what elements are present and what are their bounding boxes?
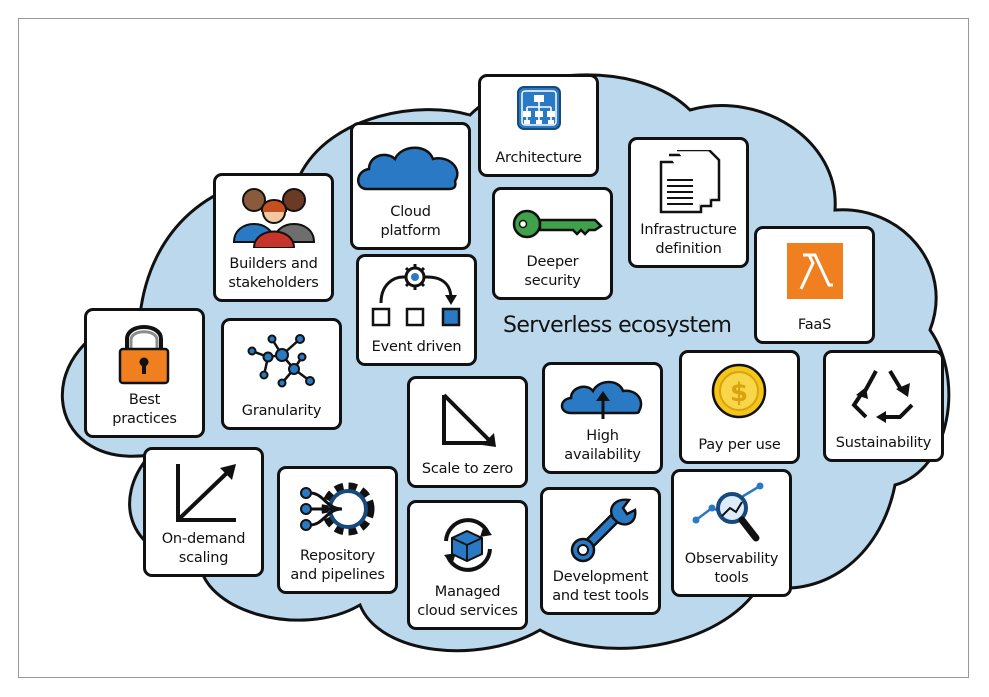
event-driven-label: Event driven <box>371 339 462 355</box>
cloud-platform-label: Cloud platform <box>380 204 441 239</box>
cloud-icon <box>357 146 459 191</box>
faas-card: FaaS <box>754 226 875 344</box>
infrastructure-definition-label: Infrastructure definition <box>640 222 737 257</box>
pay-per-use-label: Pay per use <box>698 437 781 453</box>
diagram-title: Serverless ecosystem <box>503 313 732 338</box>
scale-to-zero-card: Scale to zero <box>407 376 528 488</box>
high-availability-card: High availability <box>542 362 663 474</box>
scale-down-arrow-icon <box>442 393 496 447</box>
on-demand-scaling-card: On-demand scaling <box>143 447 264 577</box>
observability-tools-card: Observability tools <box>671 469 792 597</box>
cloud-platform-card: Cloud platform <box>350 122 471 250</box>
deeper-security-label: Deeper security <box>524 254 581 289</box>
repository-pipelines-card: Repository and pipelines <box>277 466 398 594</box>
padlock-icon <box>118 325 170 385</box>
event-flow-icon <box>371 264 461 327</box>
growth-arrow-icon <box>176 464 236 522</box>
best-practices-card: Best practices <box>84 308 205 438</box>
granularity-label: Granularity <box>241 403 322 419</box>
repository-pipelines-label: Repository and pipelines <box>290 548 385 583</box>
recycle-icon <box>851 369 914 423</box>
deeper-security-card: Deeper security <box>492 187 613 300</box>
scale-to-zero-label: Scale to zero <box>421 461 514 477</box>
managed-cloud-services-card: Managed cloud services <box>407 500 528 630</box>
wrench-icon <box>570 498 637 563</box>
molecule-icon <box>247 334 315 388</box>
cloud-upload-icon <box>560 380 643 419</box>
high-availability-label: High availability <box>564 428 641 463</box>
lambda-icon <box>787 243 843 299</box>
best-practices-label: Best practices <box>112 392 177 427</box>
key-icon <box>512 209 603 239</box>
granularity-card: Granularity <box>221 318 342 430</box>
dev-test-tools-label: Development and test tools <box>552 569 649 604</box>
sustainability-card: Sustainability <box>823 350 944 462</box>
managed-box-icon <box>444 518 492 572</box>
event-driven-card: Event driven <box>356 254 477 366</box>
infrastructure-definition-card: Infrastructure definition <box>628 137 749 268</box>
coin-icon: $ <box>711 363 767 419</box>
magnifier-chart-icon <box>692 482 764 542</box>
builders-label: Builders and stakeholders <box>228 256 319 291</box>
people-icon <box>232 188 316 248</box>
architecture-card: Architecture <box>478 74 599 177</box>
sustainability-label: Sustainability <box>835 435 932 451</box>
org-chart-icon <box>517 86 561 130</box>
pipeline-gear-icon <box>300 482 375 536</box>
svg-text:$: $ <box>730 378 748 408</box>
observability-tools-label: Observability tools <box>684 551 779 586</box>
dev-test-tools-card: Development and test tools <box>540 487 661 615</box>
managed-cloud-services-label: Managed cloud services <box>417 584 518 619</box>
pay-per-use-card: $ Pay per use <box>679 350 800 464</box>
documents-icon <box>659 150 721 214</box>
architecture-label: Architecture <box>495 150 582 166</box>
faas-label: FaaS <box>797 317 832 333</box>
on-demand-scaling-label: On-demand scaling <box>161 531 246 566</box>
builders-card: Builders and stakeholders <box>213 173 334 302</box>
